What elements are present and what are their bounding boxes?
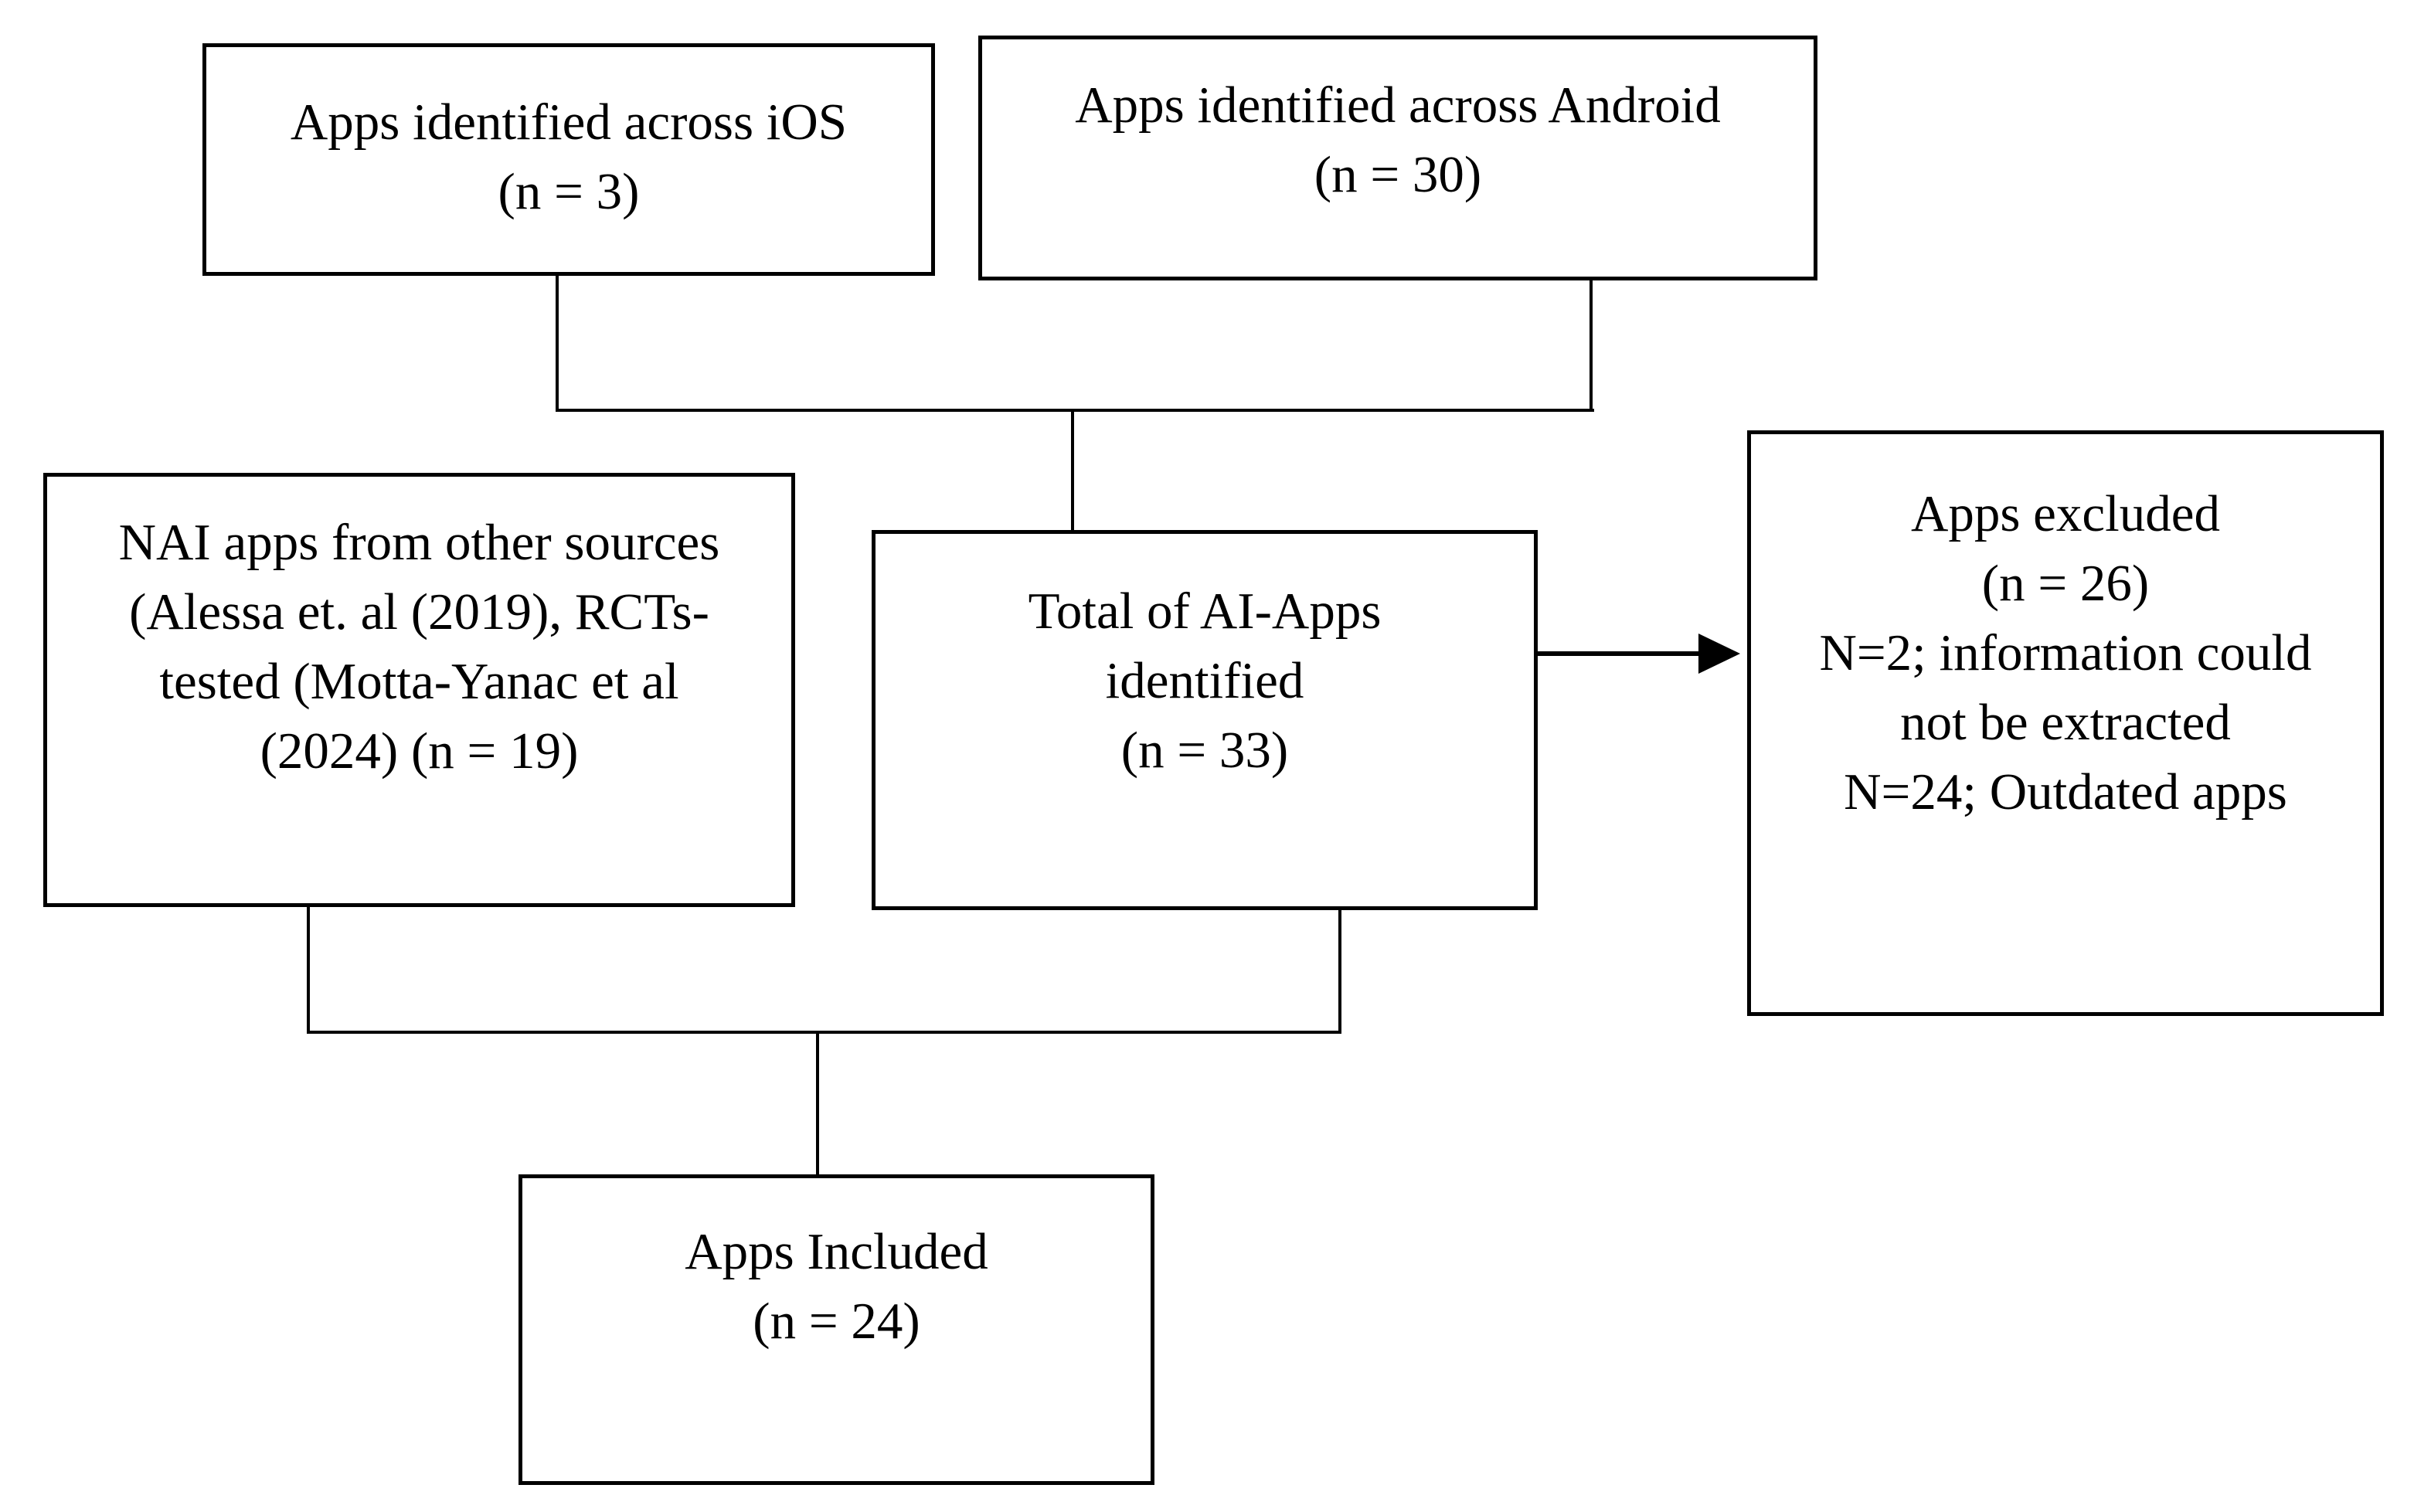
connector-ios-down	[556, 274, 559, 412]
box-apps-identified-ios: Apps identified across iOS (n = 3)	[202, 43, 935, 276]
box-text-line: (n = 33)	[1120, 722, 1289, 779]
box-total-ai-apps-identified: Total of AI-Apps identified (n = 33)	[872, 530, 1538, 910]
box-text-line: (2024) (n = 19)	[260, 722, 579, 780]
box-text-line: NAI apps from other sources	[118, 514, 720, 571]
connector-drop-to-total	[1071, 409, 1074, 533]
box-text-line: (n = 3)	[498, 163, 640, 220]
box-apps-identified-android: Apps identified across Android (n = 30)	[978, 36, 1817, 280]
box-text-line: not be extracted	[1900, 694, 2231, 751]
connector-top-horizontal	[556, 409, 1594, 412]
box-text-line: (n = 24)	[753, 1293, 920, 1350]
box-apps-excluded: Apps excluded (n = 26) N=2; information …	[1747, 430, 2384, 1016]
connector-nai-down	[307, 906, 310, 1034]
box-text-line: Apps identified across Android	[1075, 76, 1721, 134]
arrow-total-to-excluded-shaft	[1536, 651, 1704, 656]
box-text-line: Apps identified across iOS	[290, 93, 848, 151]
box-text-line: Apps Included	[685, 1223, 988, 1280]
box-text-line: tested (Motta-Yanac et al	[159, 653, 679, 710]
connector-total-down	[1338, 909, 1341, 1034]
connector-bottom-horizontal	[307, 1031, 1341, 1034]
box-text-line: N=2; information could	[1819, 624, 2312, 681]
connector-drop-to-included	[816, 1031, 819, 1177]
box-text-line: Total of AI-Apps	[1028, 583, 1382, 640]
connector-android-down	[1590, 279, 1593, 412]
box-text-line: (Alessa et. al (2019), RCTs-	[129, 583, 709, 640]
box-text-line: N=24; Outdated apps	[1844, 763, 2287, 821]
box-text-line: identified	[1105, 652, 1304, 709]
box-text-line: Apps excluded	[1910, 485, 2221, 542]
arrow-right-icon	[1698, 634, 1740, 674]
box-nai-apps-other-sources: NAI apps from other sources (Alessa et. …	[43, 473, 795, 907]
box-apps-included: Apps Included (n = 24)	[518, 1174, 1154, 1485]
box-text-line: (n = 30)	[1314, 146, 1482, 203]
box-text-line: (n = 26)	[1981, 555, 2150, 612]
